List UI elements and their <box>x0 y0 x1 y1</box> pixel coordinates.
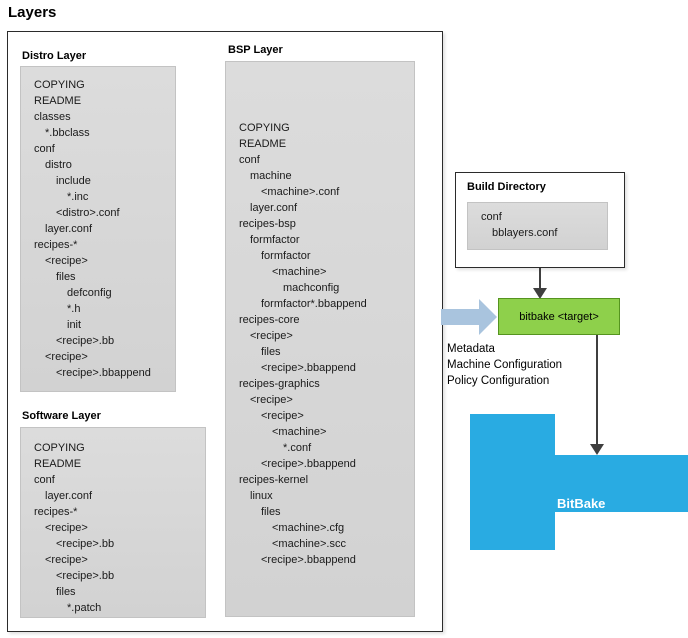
tree-item: init <box>67 319 82 331</box>
build-directory-label: Build Directory <box>467 181 546 193</box>
tree-item: <machine>.cfg <box>272 522 345 534</box>
tree-item: <distro>.conf <box>56 207 120 219</box>
tree-item: recipes-bsp <box>239 218 296 230</box>
flow-labels: Metadata Machine Configuration Policy Co… <box>447 341 562 389</box>
tree-item: files <box>56 586 76 598</box>
tree-item: README <box>34 95 82 107</box>
tree-item: COPYING <box>34 442 85 454</box>
tree-item: <recipe>.bb <box>56 335 115 347</box>
bsp-layer-label: BSP Layer <box>228 44 283 56</box>
tree-item: README <box>34 458 82 470</box>
tree-item: <recipe> <box>45 522 88 534</box>
tree-item: classes <box>34 111 71 123</box>
tree-item: files <box>261 346 281 358</box>
page-title: Layers <box>8 4 57 21</box>
tree-item: <recipe> <box>250 394 293 406</box>
distro-layer-label: Distro Layer <box>22 50 87 62</box>
tree-item: conf <box>481 211 502 223</box>
tree-item: layer.conf <box>45 223 93 235</box>
tree-item: conf <box>34 474 55 486</box>
tree-item: *.inc <box>67 191 89 203</box>
tree-item: *.conf <box>283 442 312 454</box>
tree-item: <recipe>.bbappend <box>261 458 356 470</box>
tree-item: formfactor <box>261 250 311 262</box>
layers-to-bitbake-arrow-icon <box>441 299 497 335</box>
tree-item: <machine>.conf <box>261 186 340 198</box>
tree-item: machine <box>250 170 292 182</box>
tree-item: <recipe>.bb <box>56 570 115 582</box>
tree-item: files <box>56 271 76 283</box>
tree-item: README <box>239 138 287 150</box>
tree-item: files <box>261 506 281 518</box>
tree-item: *.patch <box>67 602 102 614</box>
tree-item: <recipe> <box>261 410 304 422</box>
build-directory-tree-box: conf bblayers.conf <box>467 202 608 250</box>
bitbake-shape-vertical <box>470 414 555 550</box>
tree-item: formfactor <box>250 234 300 246</box>
builddir-to-bitbake-arrow-line <box>539 268 541 290</box>
tree-item: recipes-kernel <box>239 474 309 486</box>
tree-item: distro <box>45 159 72 171</box>
tree-item: <recipe> <box>45 554 88 566</box>
tree-item: <machine> <box>272 426 327 438</box>
tree-item: conf <box>34 143 55 155</box>
tree-item: linux <box>250 490 273 502</box>
tree-item: conf <box>239 154 260 166</box>
tree-item: COPYING <box>34 79 85 91</box>
tree-item: formfactor*.bbappend <box>261 298 367 310</box>
bitbake-label: BitBake <box>557 496 606 511</box>
tree-item: layer.conf <box>45 490 93 502</box>
tree-item: <recipe>.bb <box>56 538 115 550</box>
tree-item: *.bbclass <box>45 127 90 139</box>
tree-item: machconfig <box>283 282 340 294</box>
bitbake-target-label: bitbake <target> <box>519 310 599 323</box>
tree-item: <recipe>.bbappend <box>56 367 151 379</box>
bitbake-target-to-bitbake-arrow-head <box>590 444 604 455</box>
tree-item: bblayers.conf <box>492 227 558 239</box>
flow-label-metadata: Metadata <box>447 343 495 355</box>
flow-label-machine-configuration: Machine Configuration <box>447 359 563 371</box>
tree-item: <machine>.scc <box>272 538 346 550</box>
software-layer-label: Software Layer <box>22 410 101 422</box>
bsp-layer-box: COPYING README conf machine <machine>.conf la… <box>225 61 415 617</box>
flow-label-policy-configuration: Policy Configuration <box>447 375 550 387</box>
tree-item: <recipe> <box>250 330 293 342</box>
tree-item: include <box>56 175 91 187</box>
tree-item: recipes-core <box>239 314 300 326</box>
tree-item: <recipe> <box>45 255 88 267</box>
builddir-to-bitbake-arrow-head <box>533 288 547 299</box>
tree-item: <recipe>.bbappend <box>261 554 356 566</box>
bitbake-target-box: bitbake <target> <box>498 298 620 335</box>
distro-layer-box: COPYING README classes *.bbclass conf distro i… <box>20 66 176 392</box>
tree-item: COPYING <box>239 122 290 134</box>
tree-item: layer.conf <box>250 202 298 214</box>
tree-item: <recipe> <box>45 351 88 363</box>
tree-item: recipes-* <box>34 239 78 251</box>
bitbake-shape-horizontal <box>555 455 688 512</box>
tree-item: recipes-* <box>34 506 78 518</box>
tree-item: <machine> <box>272 266 327 278</box>
tree-item: <recipe>.bbappend <box>261 362 356 374</box>
bitbake-target-to-bitbake-arrow-line <box>596 335 598 445</box>
software-layer-box: COPYING README conf layer.conf recipes-* <rec… <box>20 427 206 618</box>
tree-item: *.h <box>67 303 81 315</box>
tree-item: defconfig <box>67 287 112 299</box>
tree-item: recipes-graphics <box>239 378 320 390</box>
